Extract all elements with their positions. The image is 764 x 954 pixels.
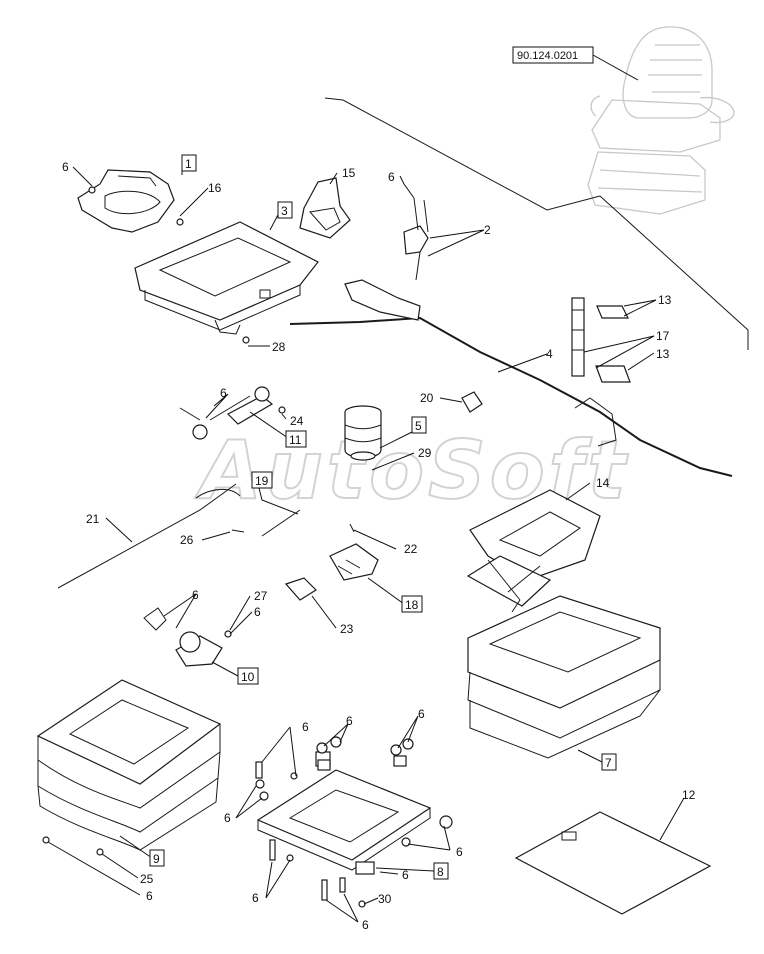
- callout-19: 19: [255, 474, 269, 488]
- part-19-rod: [261, 509, 301, 537]
- callout-26: 26: [180, 533, 194, 547]
- callout-17: 17: [656, 329, 670, 343]
- callout-6: 6: [62, 160, 69, 174]
- callout-10: 10: [241, 670, 255, 684]
- callout-19-box: [251, 471, 273, 489]
- part-18-control-module: [329, 543, 379, 581]
- callout-1: 1: [185, 157, 192, 171]
- callout-6-f: 6: [302, 720, 309, 734]
- reference-code-label: 90.124.0201: [512, 46, 639, 81]
- part-9-bellows-cover: [36, 679, 222, 851]
- callout-4: 4: [546, 347, 553, 361]
- callout-22: 22: [404, 542, 418, 556]
- callout-5: 5: [415, 419, 422, 433]
- callout-3-box: [277, 201, 293, 219]
- callout-6-e: 6: [254, 605, 261, 619]
- callout-labels: 6 1 16 3 15 6 2 13 17 13 4 28 6 24 11 5 …: [62, 154, 696, 932]
- callout-6-h: 6: [418, 707, 425, 721]
- part-13-clips: [595, 305, 631, 383]
- part-20-small-bracket: [461, 391, 483, 413]
- callout-29: 29: [418, 446, 432, 460]
- part-12-floor-plate: [514, 811, 712, 915]
- cut-line-2: [599, 195, 749, 350]
- part-2-switch-bracket: [403, 197, 429, 281]
- callout-6-m: 6: [252, 891, 259, 905]
- cut-line: [324, 97, 601, 211]
- part-1-plate: [77, 169, 175, 233]
- callout-8-box: [433, 862, 449, 880]
- part-3-seat-base-frame: [134, 221, 319, 335]
- part-17-strap: [571, 297, 585, 377]
- callout-6-k: 6: [402, 868, 409, 882]
- callout-9-box: [149, 849, 165, 867]
- part-7-lower-assembly: [467, 595, 661, 759]
- part-22-pin: [349, 523, 355, 533]
- callout-13: 13: [658, 293, 672, 307]
- callout-6-j: 6: [456, 845, 463, 859]
- svg-text:90.124.0201: 90.124.0201: [517, 50, 578, 62]
- part-23-pad: [284, 577, 317, 601]
- assembled-seat-illustration: [587, 26, 735, 215]
- callout-7-box: [601, 753, 617, 771]
- callout-24: 24: [290, 414, 304, 428]
- callout-6-l: 6: [146, 889, 153, 903]
- callout-6-c: 6: [220, 386, 227, 400]
- part-4-wiring-harness: [289, 279, 733, 477]
- callout-15: 15: [342, 166, 356, 180]
- callout-10-box: [237, 667, 259, 685]
- leader-lines: [47, 166, 685, 923]
- callout-8: 8: [437, 865, 444, 879]
- part-26-pin: [231, 529, 245, 533]
- callout-13-b: 13: [656, 347, 670, 361]
- callout-11: 11: [289, 433, 302, 447]
- callout-6-i: 6: [224, 811, 231, 825]
- part-10-actuator: [143, 607, 223, 667]
- callout-3: 3: [281, 204, 288, 218]
- callout-25: 25: [140, 872, 154, 886]
- part-8-slide-rail-frame: [256, 751, 432, 875]
- part-5-air-spring: [344, 405, 382, 461]
- part-14-scissor-mechanism: [466, 489, 601, 607]
- callout-6-n: 6: [362, 918, 369, 932]
- callout-9: 9: [153, 852, 160, 866]
- callout-1-box: [181, 154, 197, 172]
- callout-20: 20: [420, 391, 434, 405]
- callout-18-box: [401, 595, 423, 613]
- callout-5-box: [411, 416, 427, 434]
- callout-28: 28: [272, 340, 286, 354]
- callout-18: 18: [405, 598, 419, 612]
- hardware-screws: [42, 186, 453, 908]
- part-21-cable-rod: [57, 483, 241, 589]
- callout-7: 7: [605, 756, 612, 770]
- callout-14: 14: [596, 476, 610, 490]
- callout-2: 2: [484, 223, 491, 237]
- callout-12: 12: [682, 788, 696, 802]
- callout-6-g: 6: [346, 714, 353, 728]
- callout-6-d: 6: [192, 588, 199, 602]
- callout-23: 23: [340, 622, 354, 636]
- part-11-damper: [179, 386, 274, 440]
- callout-21: 21: [86, 512, 100, 526]
- callout-30: 30: [378, 892, 392, 906]
- part-15-bracket: [299, 177, 351, 239]
- callout-11-box: [285, 430, 307, 448]
- callout-16: 16: [208, 181, 222, 195]
- callout-27: 27: [254, 589, 268, 603]
- callout-6-b: 6: [388, 170, 395, 184]
